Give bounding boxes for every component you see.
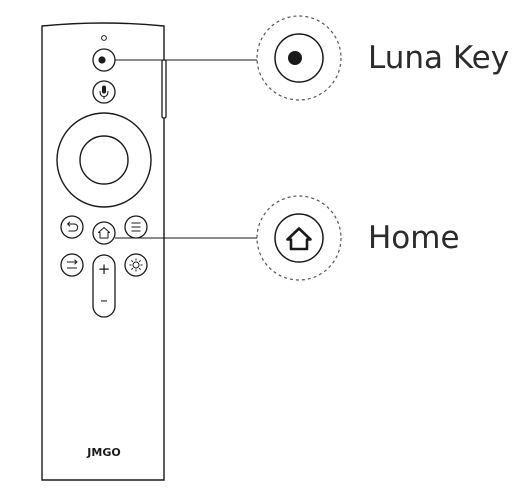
home-icon bbox=[98, 227, 110, 239]
home-icon bbox=[286, 227, 312, 251]
settings-button bbox=[124, 253, 148, 277]
luna-key-callout: Luna Key bbox=[256, 15, 509, 101]
input-switch-button bbox=[60, 253, 84, 277]
menu-icon bbox=[131, 222, 141, 232]
home-magnified-button bbox=[274, 213, 324, 263]
switch-arrows-icon bbox=[67, 259, 78, 269]
indicator-light bbox=[101, 35, 107, 41]
volume-plus-label: + bbox=[98, 260, 111, 278]
luna-icon bbox=[288, 50, 309, 66]
luna-key-label: Luna Key bbox=[368, 40, 509, 76]
microphone-button bbox=[92, 80, 116, 104]
microphone-icon bbox=[99, 85, 109, 99]
remote-control: + – JMGO bbox=[41, 22, 167, 481]
side-button bbox=[161, 59, 167, 119]
home-button bbox=[92, 221, 116, 245]
directional-pad bbox=[56, 112, 152, 208]
volume-minus-label: – bbox=[100, 291, 108, 309]
ok-button bbox=[79, 135, 129, 185]
home-callout: Home bbox=[256, 195, 460, 281]
menu-button bbox=[124, 215, 148, 239]
gear-icon bbox=[129, 258, 143, 272]
back-arrow-icon bbox=[66, 221, 79, 232]
home-label: Home bbox=[368, 220, 460, 256]
back-button bbox=[60, 215, 84, 239]
volume-rocker: + – bbox=[92, 254, 116, 318]
brand-logo: JMGO bbox=[86, 446, 120, 459]
luna-icon bbox=[98, 56, 109, 64]
luna-key-button bbox=[92, 48, 116, 72]
